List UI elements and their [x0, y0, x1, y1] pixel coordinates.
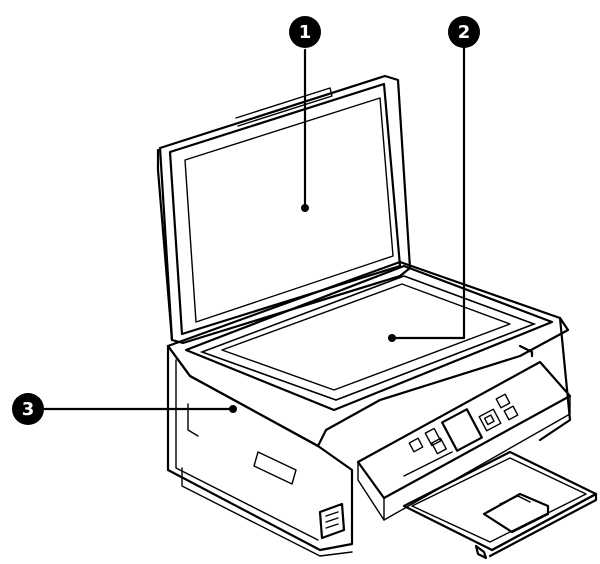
callout-3-badge: [12, 393, 44, 425]
callout-2-badge: [448, 16, 480, 48]
callout-3-number: 3: [22, 399, 35, 420]
output-tray: [402, 450, 598, 560]
callout-2-anchor-dot: [388, 334, 396, 342]
document-cover: [156, 74, 412, 345]
printer-body: [166, 260, 572, 557]
callout-3-anchor-dot: [229, 405, 237, 413]
callout-1-badge: [289, 16, 321, 48]
callout-1: 1: [289, 16, 321, 48]
callout-1-number: 1: [299, 22, 312, 43]
control-panel: [356, 360, 572, 521]
callout-3: 3: [12, 393, 44, 425]
scanner-glass: [184, 264, 554, 412]
leader-lines: [42, 46, 466, 413]
callout-2-number: 2: [458, 22, 471, 43]
callout-1-anchor-dot: [301, 204, 309, 212]
callout-2: 2: [448, 16, 480, 48]
